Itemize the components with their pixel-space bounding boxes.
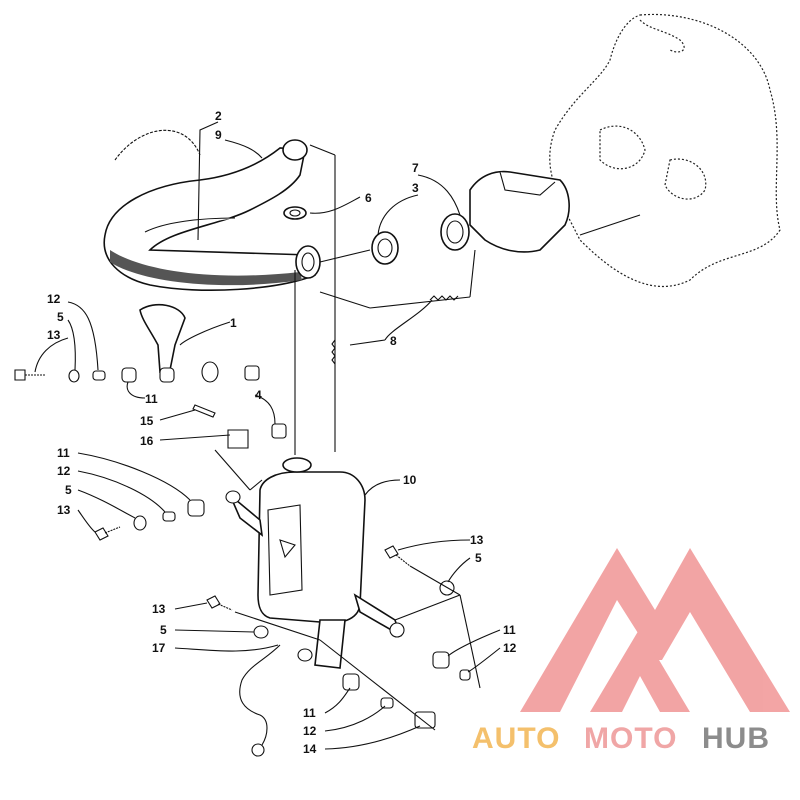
callout-14: 14	[303, 742, 317, 756]
watermark-moto: MOTO	[584, 722, 677, 755]
watermark-auto: AUTO	[472, 722, 560, 755]
callout-13: 13	[470, 533, 484, 547]
callout-7: 7	[412, 161, 419, 175]
callout-4: 4	[255, 388, 262, 402]
engine-outline-icon	[549, 13, 781, 288]
callout-13: 13	[152, 602, 166, 616]
bushing-icon	[121, 367, 137, 383]
watermark-hub: HUB	[702, 722, 770, 755]
washer-icon	[68, 369, 80, 383]
spacer-icon	[459, 669, 471, 681]
exhaust-pipe-icon	[103, 139, 321, 292]
callout-1: 1	[230, 316, 237, 330]
callout-17: 17	[152, 641, 166, 655]
callout-10: 10	[403, 473, 417, 487]
bushing-icon	[159, 367, 175, 383]
callout-12: 12	[303, 724, 317, 738]
spacer-icon	[92, 370, 106, 381]
bolt-icon	[384, 545, 399, 559]
grommet-icon	[283, 206, 307, 220]
leader-lines	[214, 144, 481, 731]
spring-icon	[114, 129, 201, 161]
rivet-icon	[192, 404, 216, 418]
spacer-icon	[162, 511, 176, 522]
nut-icon	[244, 365, 260, 381]
callout-labels: 1 2 9 6 7 3 8 12 5 13 11 4 15 16 10 11 1…	[47, 109, 517, 756]
callout-13: 13	[47, 328, 61, 342]
callout-11: 11	[57, 446, 70, 460]
muffler-icon	[225, 457, 405, 669]
washer-icon	[201, 361, 219, 383]
washer-icon	[253, 625, 269, 639]
ring-terminal-icon	[251, 743, 265, 757]
callout-2: 2	[215, 109, 222, 123]
callout-5: 5	[65, 483, 72, 497]
callout-11: 11	[303, 706, 316, 720]
callout-9: 9	[215, 128, 222, 142]
callout-12: 12	[57, 464, 71, 478]
callout-12: 12	[503, 641, 517, 655]
bolt-icon	[94, 527, 109, 541]
nut-icon	[271, 423, 287, 439]
callout-11: 11	[503, 623, 516, 637]
ground-cable-icon	[239, 644, 281, 746]
callout-pointers	[34, 121, 501, 750]
bushing-icon	[187, 499, 205, 517]
bolt-icon	[14, 369, 45, 381]
plug-icon	[414, 711, 436, 729]
callout-5: 5	[57, 310, 64, 324]
spacer-icon	[380, 697, 394, 709]
bushing-icon	[432, 651, 450, 669]
logo-triangle-icon	[520, 548, 790, 712]
bushing-icon	[342, 673, 360, 691]
bracket-plate-icon	[227, 429, 249, 449]
manifold-icon	[440, 170, 641, 253]
callout-5: 5	[475, 551, 482, 565]
callout-13: 13	[57, 503, 71, 517]
callout-16: 16	[140, 434, 154, 448]
callout-15: 15	[140, 414, 154, 428]
mount-bracket-icon	[139, 303, 186, 373]
callout-3: 3	[412, 181, 419, 195]
gasket-ring-icon	[371, 231, 399, 265]
callout-11: 11	[145, 392, 158, 406]
callout-6: 6	[365, 191, 372, 205]
bolt-icon	[206, 595, 221, 609]
callout-5: 5	[160, 623, 167, 637]
callout-8: 8	[390, 334, 397, 348]
callout-12: 12	[47, 292, 61, 306]
washer-icon	[133, 515, 147, 531]
